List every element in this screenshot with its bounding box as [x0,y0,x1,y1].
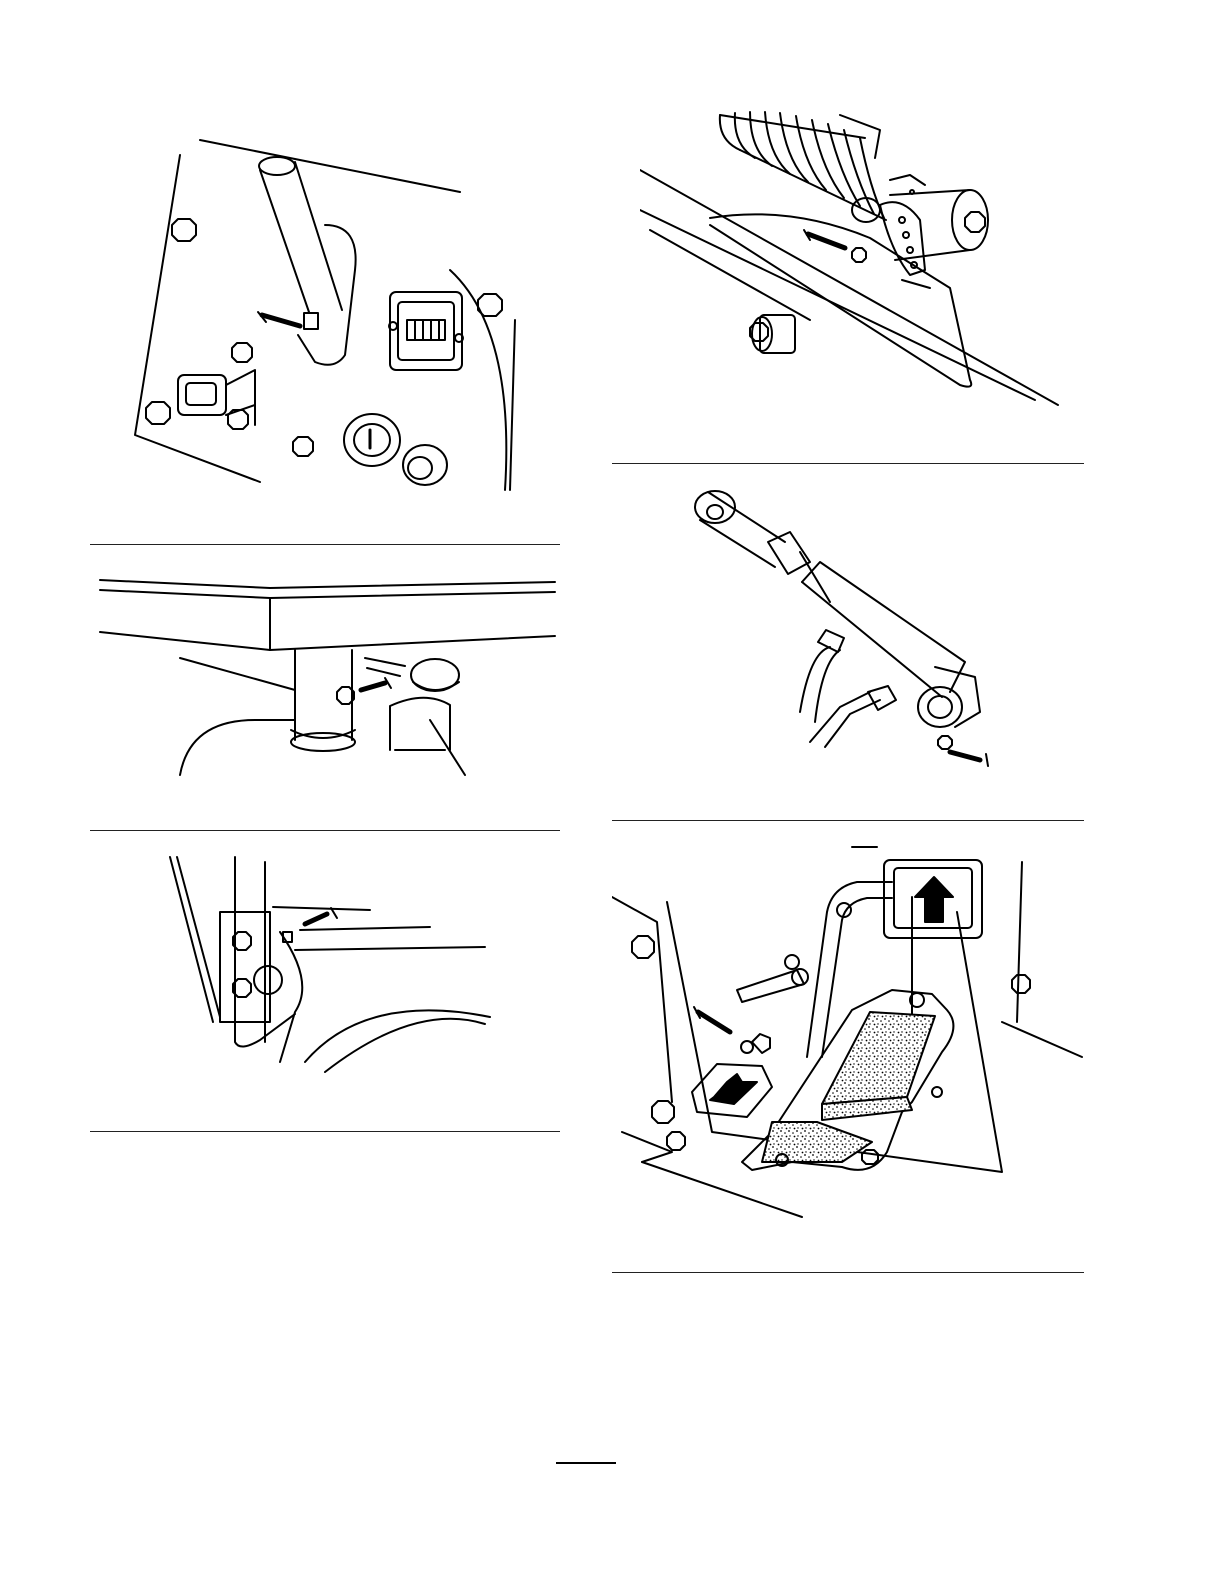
page-number [556,1462,616,1492]
grease-fitting-marker-4 [804,230,866,262]
grease-fitting-marker-3 [283,908,337,942]
figure-steering-knuckle [95,570,560,780]
figure-spring-bracket [640,110,1060,410]
grease-fitting-marker-5 [938,736,988,766]
control-panel-illustration [120,130,540,500]
section-divider [612,1272,1084,1273]
hydraulic-cylinder-illustration [690,482,1010,772]
figure-frame-pivot [165,852,495,1077]
section-divider [612,820,1084,821]
section-divider [90,1131,560,1132]
frame-pivot-illustration [165,852,495,1077]
up-arrow-pad [884,860,982,938]
foot-pedal [742,990,953,1170]
grease-fitting-marker-1 [258,312,318,329]
figure-control-panel [120,130,540,500]
grease-fitting-marker-2 [337,678,391,704]
steering-knuckle-illustration [95,570,560,780]
traction-pedal-illustration [612,842,1084,1222]
bellows [720,112,886,220]
section-divider [90,544,560,545]
section-divider [90,830,560,831]
grease-fitting-marker-6 [694,1007,730,1032]
figure-hydraulic-cylinder [690,482,1010,772]
spring-bracket-illustration [640,110,1060,410]
figure-traction-pedal [612,842,1084,1222]
section-divider [612,463,1084,464]
